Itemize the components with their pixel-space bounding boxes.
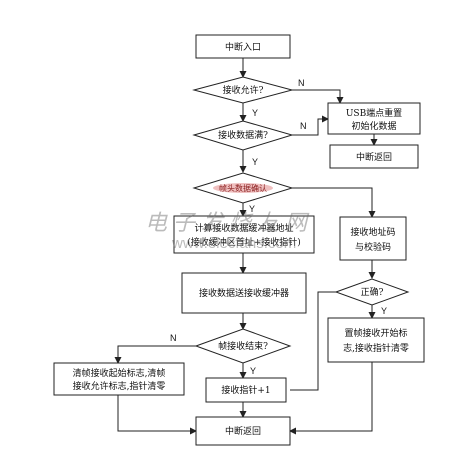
node-clear-flag-label-2: 接收允许标志,指针清零 <box>73 380 166 392</box>
edge-label-allowed-no: N <box>298 78 305 88</box>
node-int-return-2 <box>195 416 291 446</box>
node-recv-addr <box>339 216 407 261</box>
edge-frame-no <box>114 345 196 364</box>
edge-label-full-no: N <box>300 121 307 131</box>
node-recv-full <box>192 120 294 151</box>
edge-allowed-no <box>292 89 344 104</box>
node-frame-end <box>194 328 292 364</box>
node-recv-full-label: 接收数据满? <box>218 129 268 141</box>
node-correct-label: 正确? <box>361 286 384 298</box>
node-ptr-inc-label: 接收指针+1 <box>221 384 270 396</box>
node-send-buffer <box>181 272 307 314</box>
node-calc-addr-label-1: 计算接收数据缓冲器地址 <box>194 222 293 234</box>
node-start-label: 中断入口 <box>225 41 261 53</box>
node-calc-addr <box>173 215 315 254</box>
node-recv-allowed-label: 接收允许? <box>223 84 264 96</box>
node-start <box>195 34 291 59</box>
node-correct <box>334 278 410 306</box>
watermark-url: www.elecfans.com <box>171 235 296 252</box>
edge-label-check-yes: Y <box>249 204 255 214</box>
node-usb-reset-label-2: 初始化数据 <box>351 120 396 132</box>
edge-full-no <box>292 115 329 136</box>
node-recv-allowed <box>192 76 294 104</box>
edge-correct-no <box>290 291 336 391</box>
node-int-return-2-label: 中断返回 <box>225 425 261 437</box>
node-recv-addr-label-1: 接收地址码 <box>350 226 395 238</box>
edge-label-full-yes: Y <box>252 157 258 167</box>
node-set-flag-label-2: 志,接收指针清零 <box>343 342 409 354</box>
node-calc-addr-label-2: (接收缓冲区首址+接收指针) <box>187 236 301 248</box>
node-send-buffer-label: 接收数据送接收缓冲器 <box>199 287 289 299</box>
node-set-flag <box>327 317 425 363</box>
node-frame-end-label: 帧接收结束? <box>218 340 268 352</box>
edge-clear-to-return <box>117 395 197 435</box>
watermark-text: 电子发烧友网 <box>145 211 313 236</box>
check-data-highlight <box>213 183 273 193</box>
node-int-return-1-label: 中断返回 <box>356 151 392 163</box>
node-clear-flag <box>53 362 185 396</box>
connectors <box>114 58 378 435</box>
edge-check-no <box>292 187 376 218</box>
edge-label-frame-yes: Y <box>250 366 256 376</box>
edge-label-correct-yes: Y <box>381 306 387 316</box>
node-int-return-1 <box>329 144 419 169</box>
node-usb-reset-label-1: USB端点重置 <box>346 107 402 119</box>
edge-setflag-to-return <box>289 362 373 435</box>
node-clear-flag-label-1: 清帧接收起始标志,清帧 <box>73 367 166 379</box>
edge-label-allowed-yes: Y <box>252 108 258 118</box>
edge-label-frame-no: N <box>170 333 177 343</box>
node-usb-reset <box>327 102 421 135</box>
node-set-flag-label-1: 置帧接收开始标 <box>344 327 407 339</box>
node-recv-addr-label-2: 与校验码 <box>355 241 391 253</box>
node-check-data-label: 帧头数据确认 <box>219 183 267 193</box>
node-ptr-inc <box>205 377 287 403</box>
